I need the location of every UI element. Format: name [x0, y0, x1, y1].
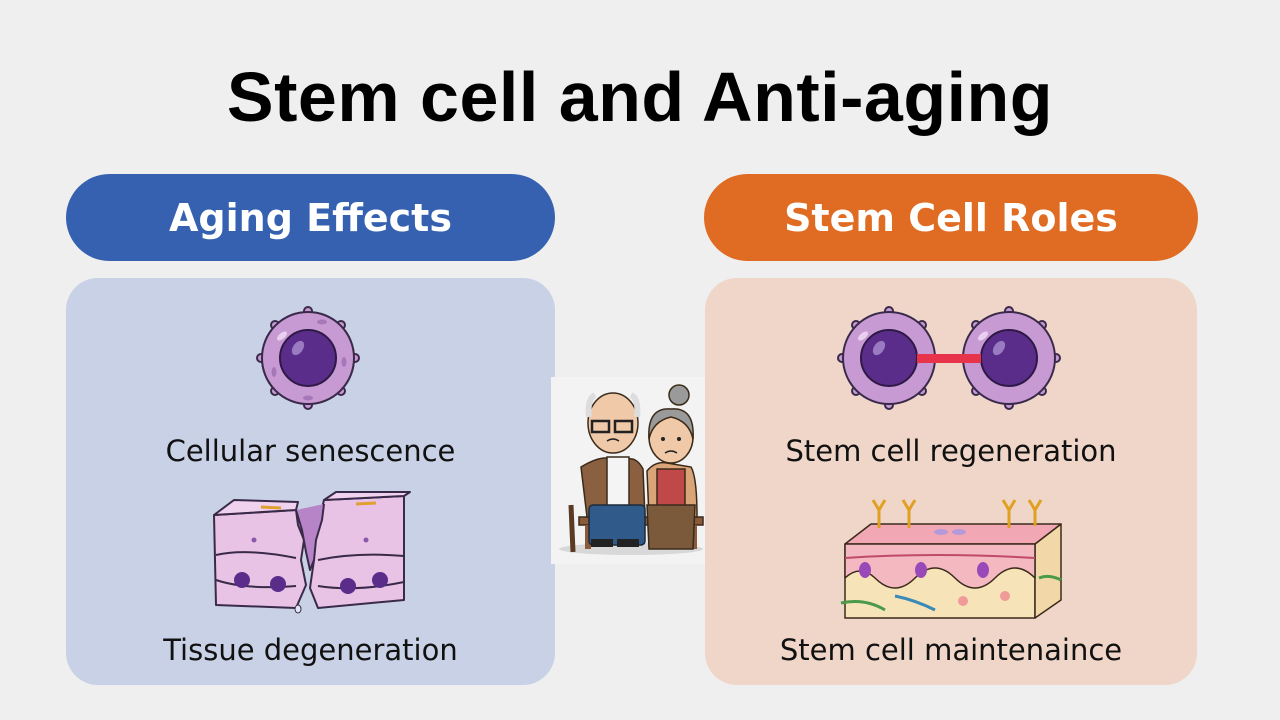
aging-effects-header: Aging Effects [66, 174, 555, 261]
healthy-tissue-icon [840, 499, 1062, 619]
stem-cell-regeneration-label: Stem cell regeneration [785, 434, 1117, 468]
stem-cell-right [962, 306, 1061, 410]
cellular-senescence-label: Cellular senescence [165, 434, 456, 468]
elderly-couple-illustration [551, 377, 710, 564]
dividing-cells-icon [837, 306, 1061, 410]
elderly-couple-icon [559, 384, 704, 555]
aging-effects-panel: Cellular senescence Tissue degeneration [66, 278, 555, 685]
stem-cell-roles-header: Stem Cell Roles [704, 174, 1198, 261]
page-title: Stem cell and Anti-aging [226, 58, 1054, 136]
division-link [917, 354, 981, 363]
tissue-degeneration-label: Tissue degeneration [163, 633, 458, 667]
stem-cell-roles-panel: Stem cell regeneration Stem cell mainten… [705, 278, 1197, 685]
stem-cell-maintenance-label: Stem cell maintenaince [779, 633, 1123, 667]
broken-tissue-icon [213, 491, 411, 614]
senescent-cell-icon [256, 306, 360, 410]
